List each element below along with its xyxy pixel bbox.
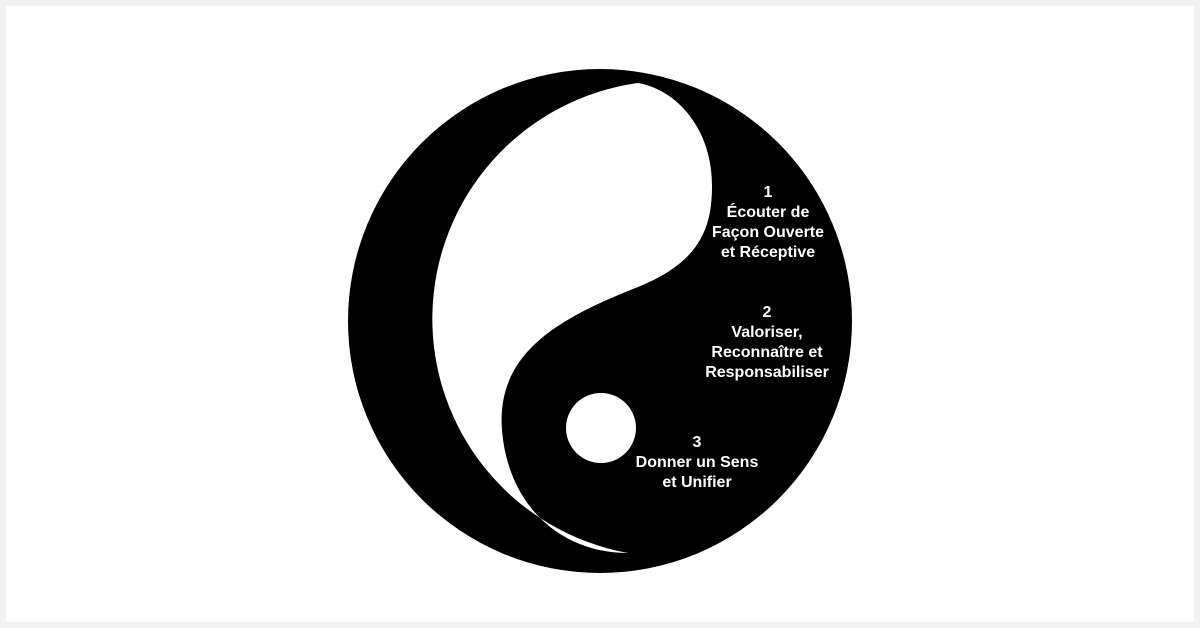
- light-dot: [566, 393, 636, 463]
- page-frame: 1 Écouter de Façon Ouverte et Réceptive …: [6, 6, 1194, 622]
- step-2-number: 2: [762, 304, 772, 321]
- step-2-line-2: Reconnaître et: [711, 344, 823, 361]
- step-3-label: 3 Donner un Sens et Unifier: [636, 433, 759, 493]
- step-2-line-3: Responsabiliser: [705, 364, 829, 381]
- yin-yang-symbol: [348, 69, 852, 573]
- step-1-line-2: Façon Ouverte: [711, 224, 825, 241]
- step-1-number: 1: [763, 184, 773, 201]
- light-half: [432, 83, 712, 553]
- step-3-line-2: et Unifier: [662, 474, 732, 491]
- step-1-line-3: et Réceptive: [720, 244, 816, 261]
- step-2-line-1: Valoriser,: [731, 324, 803, 341]
- step-2-label: 2 Valoriser, Reconnaître et Responsabili…: [705, 303, 829, 383]
- step-3-number: 3: [692, 434, 702, 451]
- step-1-label: 1 Écouter de Façon Ouverte et Réceptive: [712, 183, 824, 263]
- step-1-line-1: Écouter de: [726, 204, 810, 221]
- step-3-line-1: Donner un Sens: [635, 454, 759, 471]
